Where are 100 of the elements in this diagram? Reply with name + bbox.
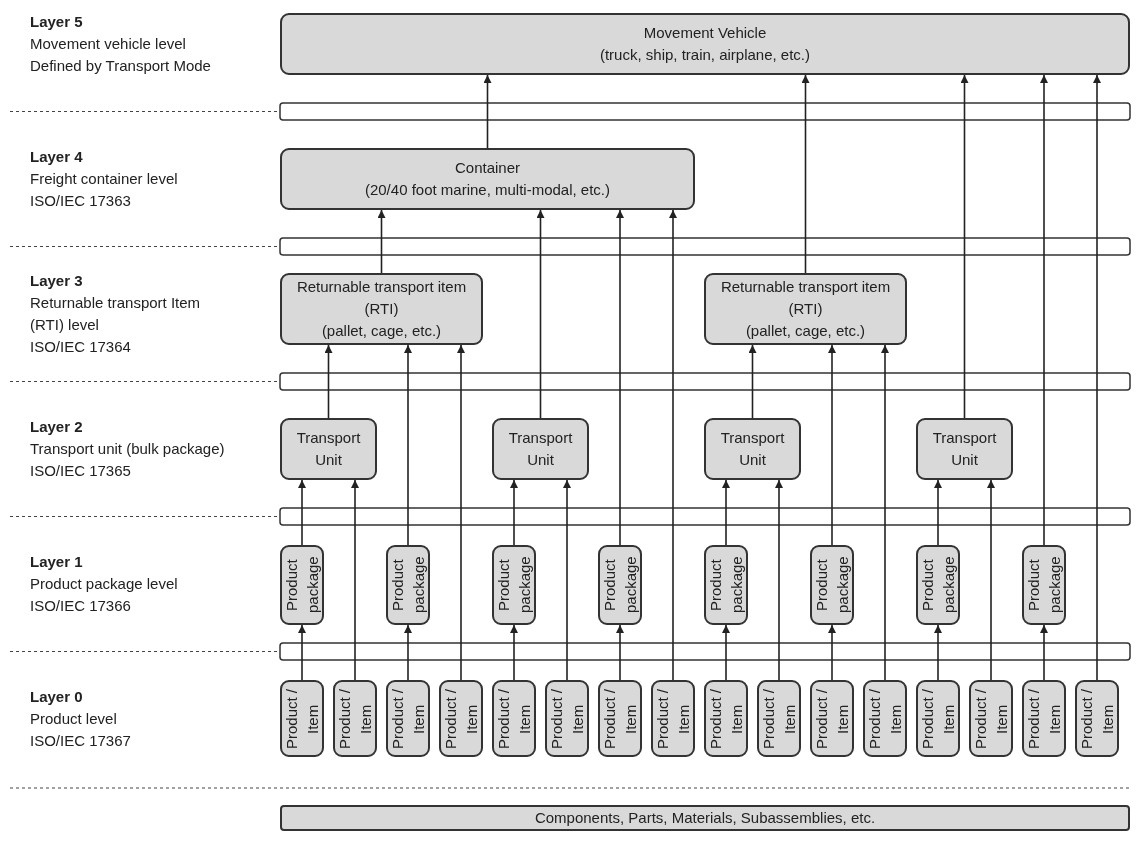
layer-heading: Layer 2 xyxy=(30,417,83,437)
node-title: Product / Item xyxy=(971,687,1011,751)
package-box xyxy=(651,680,695,757)
package-box xyxy=(386,545,430,625)
node-title: Product / Item xyxy=(441,687,481,751)
node-description: (truck, ship, train, airplane, etc.) xyxy=(599,45,811,65)
layer-description: Defined by Transport Mode xyxy=(30,56,211,76)
layer-description: Transport unit (bulk package) xyxy=(30,439,225,459)
arrow xyxy=(1040,74,1048,546)
package-box xyxy=(916,545,960,625)
layer-description: ISO/IEC 17363 xyxy=(30,191,131,211)
node-title: Product package xyxy=(706,555,746,616)
arrow xyxy=(722,479,730,546)
package-box xyxy=(545,680,589,757)
layer-description: Product package level xyxy=(30,574,178,594)
node-title: Container xyxy=(454,158,520,178)
arrow xyxy=(828,344,836,546)
process-box xyxy=(280,273,483,345)
package-box xyxy=(810,680,854,757)
arrow xyxy=(510,624,518,681)
node-description: (20/40 foot marine, multi-modal, etc.) xyxy=(364,180,611,200)
node-title: Product / Item xyxy=(1024,687,1064,751)
layer-description: ISO/IEC 17367 xyxy=(30,731,131,751)
package-box xyxy=(386,680,430,757)
package-box xyxy=(280,680,324,757)
layer-description: (RTI) level xyxy=(30,315,99,335)
node-title: Movement Vehicle xyxy=(643,23,767,43)
node-title: Product / Item xyxy=(706,687,746,751)
package-box xyxy=(1022,545,1066,625)
node-title: Product / Item xyxy=(282,687,322,751)
package-box xyxy=(1022,680,1066,757)
package-box xyxy=(598,545,642,625)
package-box xyxy=(969,680,1013,757)
node-title: Product / Item xyxy=(918,687,958,751)
layer-description: Movement vehicle level xyxy=(30,34,186,54)
node-title: Product package xyxy=(812,555,852,616)
arrow xyxy=(563,479,571,681)
node-title: Product package xyxy=(282,555,322,616)
package-box xyxy=(1075,680,1119,757)
process-box xyxy=(280,13,1130,75)
package-box xyxy=(598,680,642,757)
arrow xyxy=(881,344,889,681)
arrow xyxy=(801,74,810,274)
arrow xyxy=(404,344,412,546)
node-title: Product package xyxy=(494,555,534,616)
package-box xyxy=(439,680,483,757)
arrow xyxy=(960,74,969,419)
node-title: Transport Unit xyxy=(931,428,998,470)
arrow xyxy=(351,479,359,681)
node-description: (pallet, cage, etc.) xyxy=(321,321,442,341)
node-title: Product package xyxy=(918,555,958,616)
layer-heading: Layer 5 xyxy=(30,12,83,32)
process-box xyxy=(280,805,1130,831)
process-box xyxy=(704,273,907,345)
arrow xyxy=(1040,624,1048,681)
layer-description: ISO/IEC 17365 xyxy=(30,461,131,481)
process-box xyxy=(916,418,1013,480)
node-title: Product / Item xyxy=(812,687,852,751)
layer-description: Returnable transport Item xyxy=(30,293,201,313)
node-description: (pallet, cage, etc.) xyxy=(745,321,866,341)
node-title: Product / Item xyxy=(653,687,693,751)
arrow xyxy=(775,479,783,681)
node-title: Product / Item xyxy=(759,687,799,751)
arrow xyxy=(298,479,306,546)
arrow xyxy=(934,624,942,681)
package-box xyxy=(916,680,960,757)
layer-heading: Layer 1 xyxy=(30,552,83,572)
package-box xyxy=(280,545,324,625)
package-box xyxy=(863,680,907,757)
package-box xyxy=(492,545,536,625)
process-box xyxy=(280,418,377,480)
process-box xyxy=(492,418,589,480)
package-box xyxy=(492,680,536,757)
arrow xyxy=(748,344,757,419)
arrow xyxy=(377,209,386,274)
node-title: Product package xyxy=(1024,555,1064,616)
node-title: Transport Unit xyxy=(295,428,362,470)
arrow xyxy=(298,624,306,681)
node-title: Returnable transport item (RTI) xyxy=(295,277,468,319)
arrow xyxy=(616,624,624,681)
arrow xyxy=(722,624,730,681)
node-title: Product / Item xyxy=(1077,687,1117,751)
node-title: Product / Item xyxy=(865,687,905,751)
arrow xyxy=(934,479,942,546)
node-title: Product / Item xyxy=(388,687,428,751)
layer-description: Product level xyxy=(30,709,117,729)
node-title: Product package xyxy=(600,555,640,616)
package-box xyxy=(333,680,377,757)
node-title: Product / Item xyxy=(494,687,534,751)
arrow xyxy=(669,209,677,681)
layer-heading: Layer 4 xyxy=(30,147,83,167)
package-box xyxy=(704,545,748,625)
arrow xyxy=(1093,74,1101,681)
node-title: Transport Unit xyxy=(507,428,574,470)
node-title: Returnable transport item (RTI) xyxy=(719,277,892,319)
arrow xyxy=(483,74,492,149)
package-box xyxy=(810,545,854,625)
arrow xyxy=(828,624,836,681)
layer-heading: Layer 3 xyxy=(30,271,83,291)
node-title: Transport Unit xyxy=(719,428,786,470)
